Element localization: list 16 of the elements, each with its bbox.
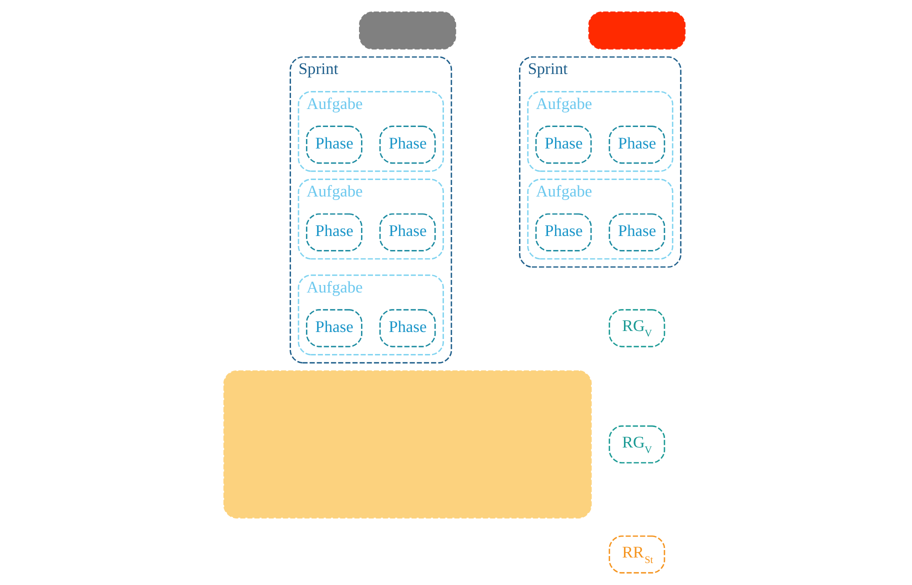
node-box <box>358 12 456 50</box>
node-box: Phase <box>608 213 665 252</box>
node-box: Phase <box>305 309 362 348</box>
node-box: Phase <box>534 126 592 164</box>
node-box: RR$_{St}$ <box>608 535 665 574</box>
node-box: Phase <box>534 213 592 252</box>
node-box <box>222 370 592 518</box>
node-box: Phase <box>378 126 436 164</box>
node-box: Phase <box>378 309 436 348</box>
node-box: Phase <box>378 213 436 252</box>
node-box <box>588 12 685 50</box>
node-box: Phase <box>305 213 362 252</box>
node-box: Phase <box>608 126 665 164</box>
node-box: RG$_{V}$ <box>608 425 665 464</box>
node-box: Phase <box>305 126 362 164</box>
node-box: RG$_{V}$ <box>608 309 665 348</box>
